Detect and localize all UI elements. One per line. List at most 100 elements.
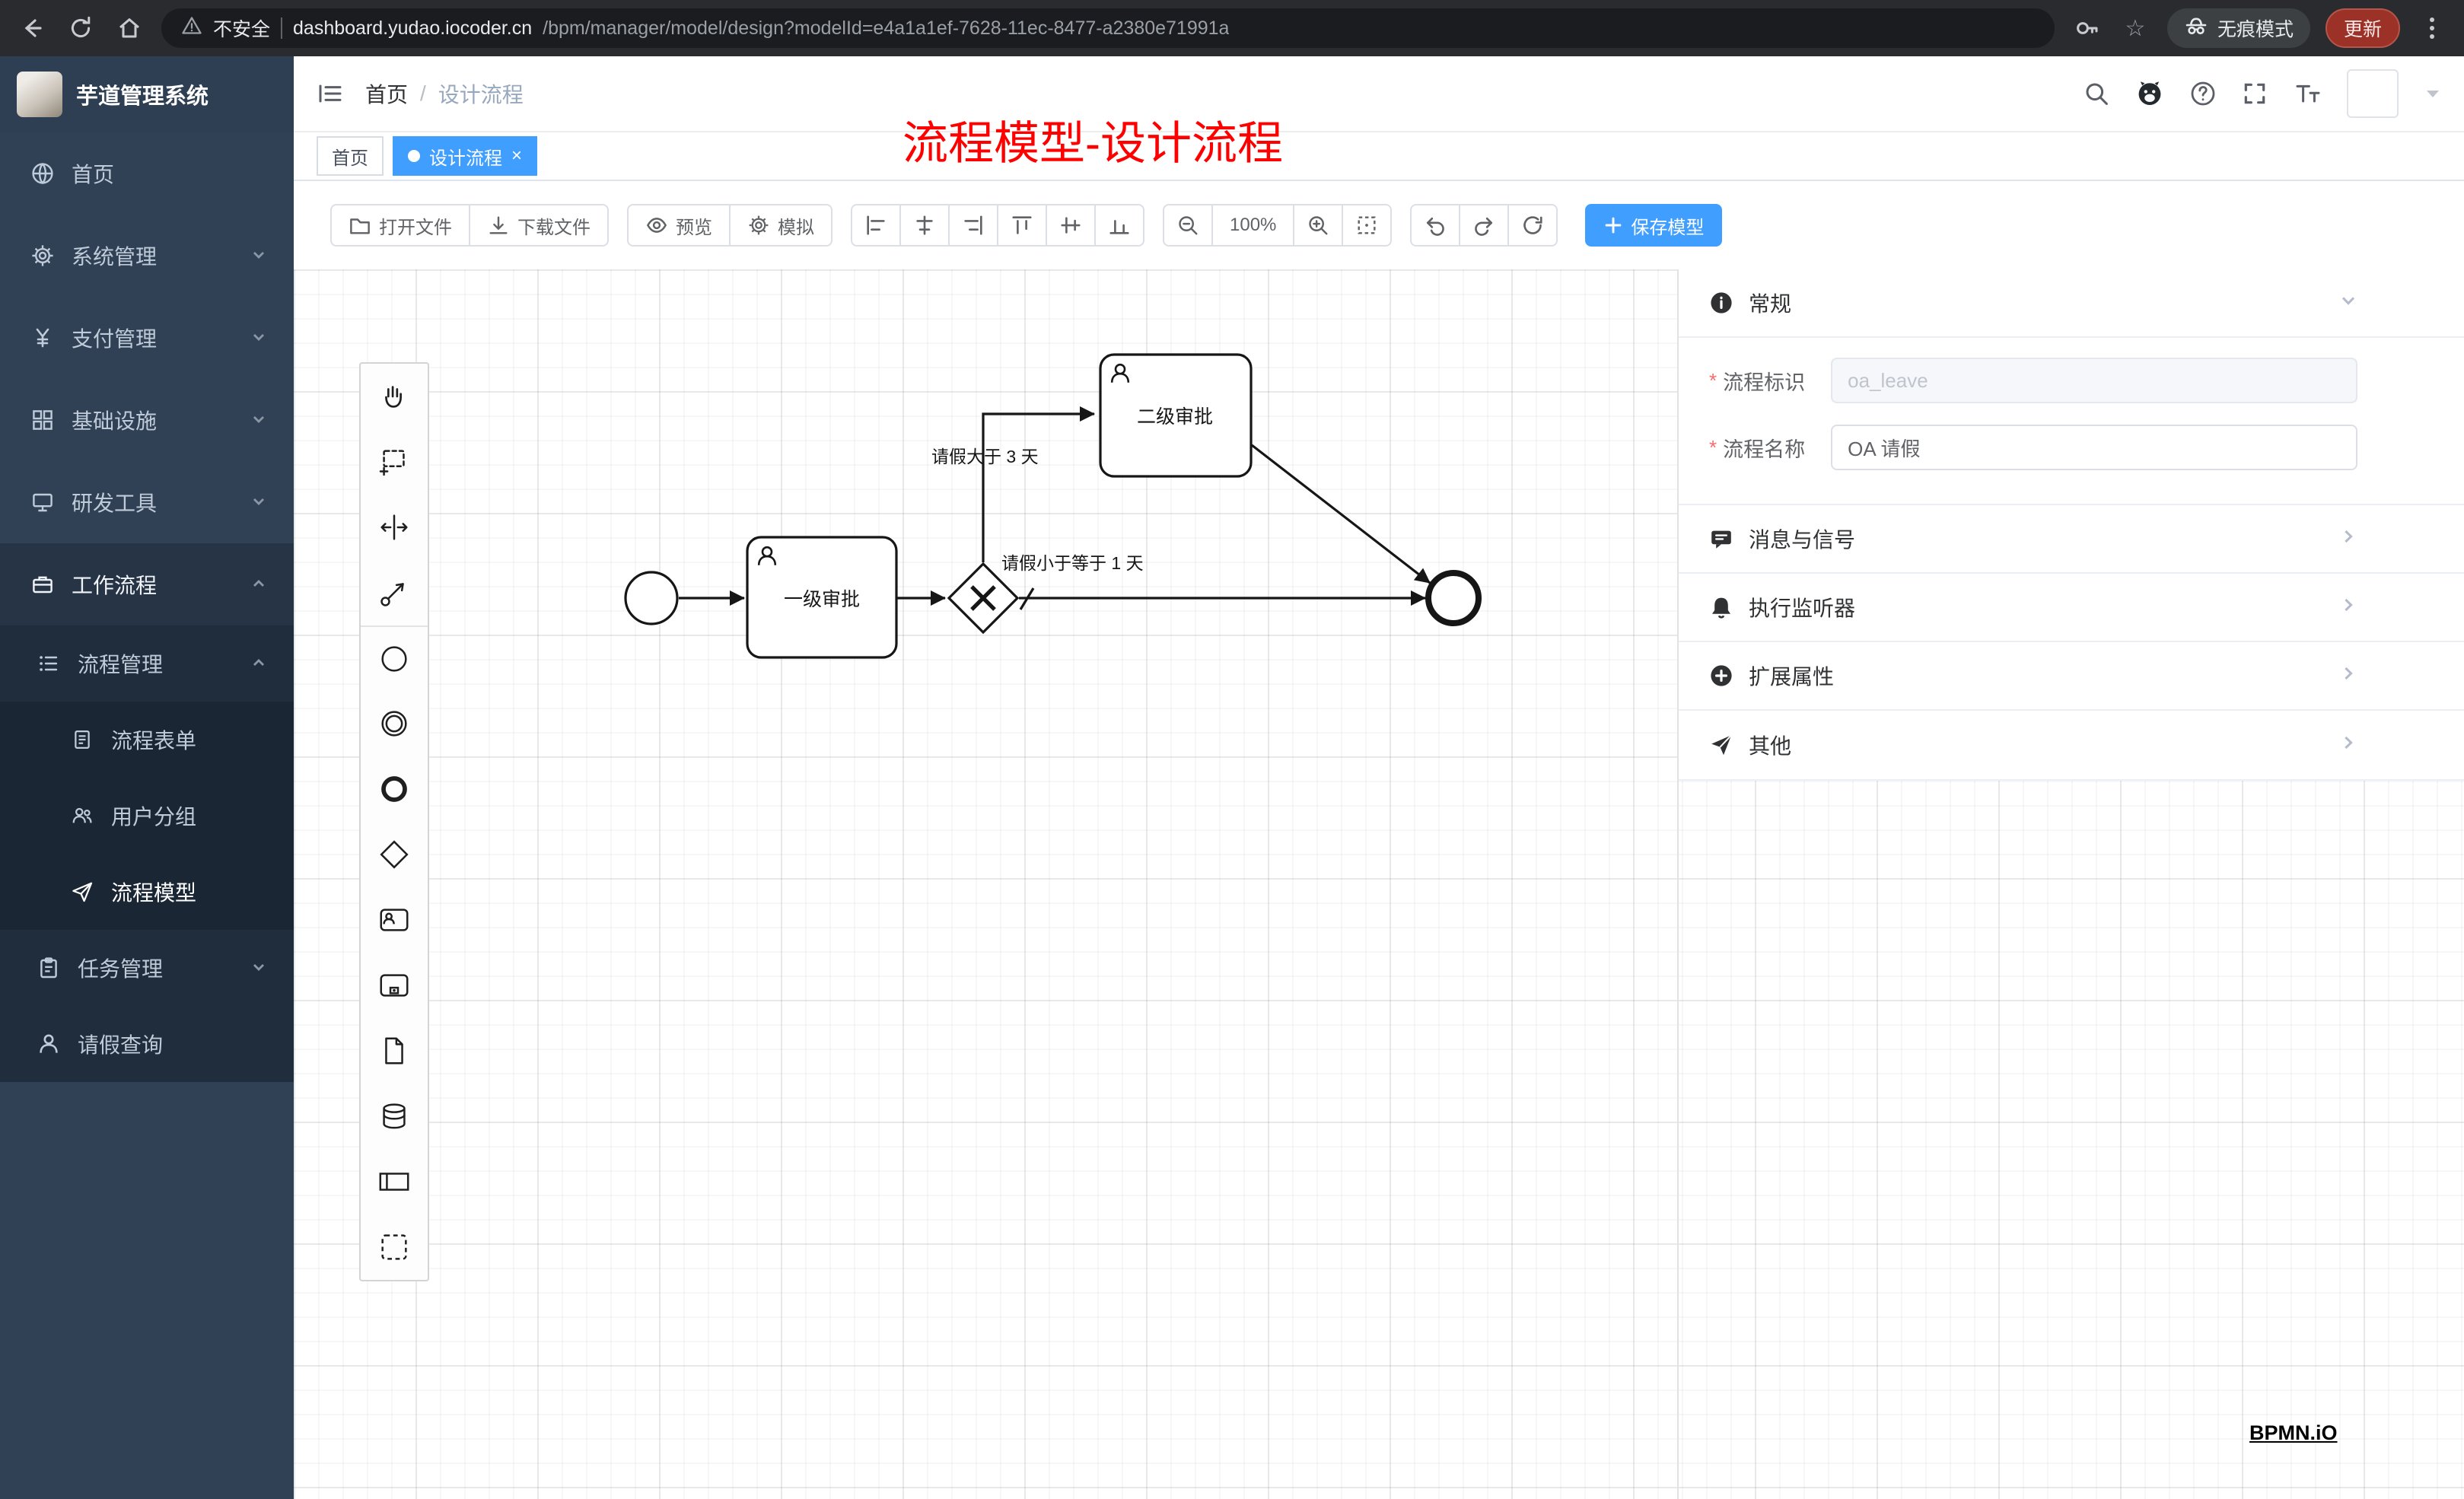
update-button[interactable]: 更新: [2325, 8, 2400, 48]
space-tool-icon[interactable]: [361, 495, 428, 560]
flow-task2-to-end[interactable]: [1251, 444, 1431, 584]
gateway-icon[interactable]: [361, 822, 428, 887]
github-icon[interactable]: [2135, 79, 2164, 108]
sidebar-item-infra[interactable]: 基础设施: [0, 379, 294, 461]
align-top-button[interactable]: [997, 204, 1047, 247]
participant-pool-icon[interactable]: [361, 1149, 428, 1214]
sidebar-item-leave-query[interactable]: 请假查询: [0, 1006, 294, 1082]
intermediate-event-icon[interactable]: [361, 691, 428, 756]
panel-section-extended-attributes[interactable]: 扩展属性: [1679, 642, 2464, 711]
sidebar-item-pay[interactable]: 支付管理: [0, 297, 294, 379]
align-center-vertical-button[interactable]: [1046, 204, 1096, 247]
incognito-badge: 无痕模式: [2166, 8, 2310, 48]
zoom-reset-button[interactable]: [1342, 204, 1393, 247]
app-logo-row[interactable]: 芋道管理系统: [0, 56, 294, 132]
panel-section-message-signal[interactable]: 消息与信号: [1679, 505, 2464, 574]
bpmn-io-watermark[interactable]: BPMN.iO: [2249, 1421, 2338, 1444]
sidebar-item-task-manage[interactable]: 任务管理: [0, 930, 294, 1006]
tab-home[interactable]: 首页: [317, 136, 384, 176]
panel-section-general[interactable]: 常规: [1679, 269, 2464, 338]
panel-section-label: 扩展属性: [1749, 665, 1835, 689]
font-size-icon[interactable]: [2294, 80, 2321, 107]
zoom-level-display[interactable]: 100%: [1211, 204, 1295, 247]
refresh-button[interactable]: [1507, 204, 1558, 247]
user-group-icon: [70, 804, 94, 828]
simulate-button[interactable]: 模拟: [729, 204, 832, 247]
tab-close-icon[interactable]: ×: [511, 145, 523, 166]
sidebar-item-process-model[interactable]: 流程模型: [0, 854, 294, 930]
search-icon[interactable]: [2084, 81, 2109, 107]
task-document-icon[interactable]: [361, 1018, 428, 1084]
url-bar[interactable]: 不安全 dashboard.yudao.iocoder.cn/bpm/manag…: [161, 8, 2055, 48]
flow-label-gt3: 请假大于 3 天: [931, 447, 1039, 466]
sidebar-item-system[interactable]: 系统管理: [0, 215, 294, 297]
group-icon[interactable]: [361, 1214, 428, 1280]
sidebar-label: 流程模型: [111, 881, 197, 905]
breadcrumb-current: 设计流程: [438, 83, 524, 107]
incognito-icon: [2184, 14, 2208, 43]
sidebar-item-user-group[interactable]: 用户分组: [0, 778, 294, 854]
avatar-caret-icon[interactable]: [2424, 87, 2441, 100]
panel-section-execution-listener[interactable]: 执行监听器: [1679, 574, 2464, 642]
info-icon: [1709, 291, 1733, 315]
end-event-icon[interactable]: [361, 756, 428, 822]
bpmn-canvas[interactable]: 一级审批 二级审批 请假: [294, 269, 2464, 1499]
sidebar-label: 支付管理: [72, 327, 158, 351]
sidebar-item-process-form[interactable]: 流程表单: [0, 702, 294, 778]
breadcrumb-separator: /: [420, 81, 426, 105]
global-connect-tool-icon[interactable]: [361, 560, 428, 625]
user-avatar[interactable]: [2347, 69, 2399, 118]
panel-section-other[interactable]: 其他: [1679, 711, 2464, 779]
browser-menu-icon[interactable]: [2415, 11, 2449, 45]
align-right-button[interactable]: [948, 204, 998, 247]
fullscreen-icon[interactable]: [2242, 81, 2268, 107]
zoom-in-button[interactable]: [1293, 204, 1344, 247]
preview-button[interactable]: 预览: [627, 204, 731, 247]
tab-design-process[interactable]: 设计流程 ×: [393, 136, 538, 176]
process-key-input[interactable]: [1831, 358, 2357, 403]
lasso-tool-icon[interactable]: [361, 429, 428, 495]
download-file-button[interactable]: 下载文件: [469, 204, 609, 247]
redo-button[interactable]: [1459, 204, 1510, 247]
hand-tool-icon[interactable]: [361, 364, 428, 429]
chevron-down-icon: [251, 408, 266, 432]
monitor-icon: [30, 490, 55, 514]
save-model-button[interactable]: 保存模型: [1585, 204, 1723, 247]
app-shell: 芋道管理系统 首页 系统管理 支付管理: [0, 56, 2464, 1499]
sidebar-item-home[interactable]: 首页: [0, 132, 294, 215]
user-task-icon[interactable]: [361, 887, 428, 953]
align-bottom-button[interactable]: [1094, 204, 1144, 247]
breadcrumb-home[interactable]: 首页: [365, 83, 409, 107]
task-first-approval[interactable]: 一级审批: [746, 536, 898, 659]
reload-icon[interactable]: [64, 11, 97, 45]
exclusive-gateway[interactable]: [947, 562, 1020, 635]
subprocess-icon[interactable]: [361, 953, 428, 1018]
align-left-button[interactable]: [851, 204, 901, 247]
undo-button[interactable]: [1410, 204, 1461, 247]
back-icon[interactable]: [15, 11, 49, 45]
end-event[interactable]: [1425, 570, 1482, 626]
start-event[interactable]: [624, 571, 679, 625]
sidebar-item-process-manage[interactable]: 流程管理: [0, 625, 294, 702]
zoom-out-button[interactable]: [1163, 204, 1213, 247]
process-name-input[interactable]: [1831, 425, 2357, 470]
panel-divider: [1677, 269, 1679, 1499]
designer-toolbar: 打开文件 下载文件 预览 模拟: [294, 181, 2464, 269]
task-second-approval[interactable]: 二级审批: [1099, 353, 1253, 478]
start-event-icon[interactable]: [361, 625, 428, 691]
open-file-button[interactable]: 打开文件: [330, 204, 470, 247]
sidebar-item-workflow[interactable]: 工作流程: [0, 543, 294, 625]
flow-gateway-to-task2[interactable]: [982, 406, 1095, 562]
help-icon[interactable]: [2190, 81, 2216, 107]
task1-label: 一级审批: [784, 589, 860, 610]
clipboard-icon: [37, 956, 61, 980]
data-store-icon[interactable]: [361, 1084, 428, 1149]
bookmark-star-icon[interactable]: ☆: [2125, 15, 2146, 41]
key-icon[interactable]: [2070, 11, 2103, 45]
align-center-horizontal-button[interactable]: [899, 204, 950, 247]
grid-icon: [30, 408, 55, 432]
collapse-sidebar-icon[interactable]: [317, 80, 344, 107]
task2-label: 二级审批: [1137, 406, 1213, 428]
browser-home-icon[interactable]: [113, 11, 146, 45]
sidebar-item-dev[interactable]: 研发工具: [0, 461, 294, 543]
